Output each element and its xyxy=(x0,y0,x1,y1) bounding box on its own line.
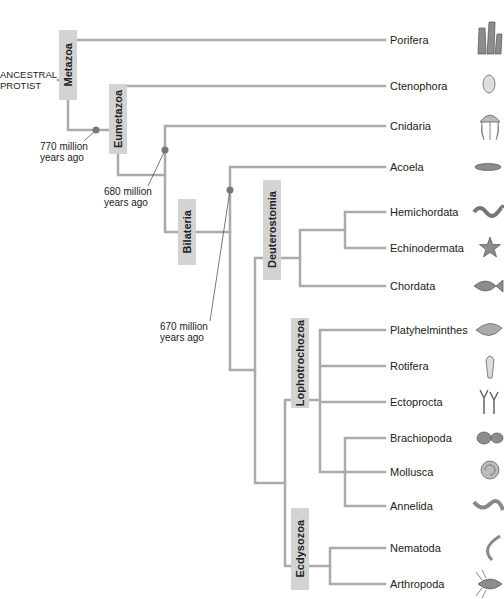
clade-name: Metazoa xyxy=(62,43,75,86)
animal-icon xyxy=(474,501,503,510)
animal-icon xyxy=(477,432,491,444)
animal-icon xyxy=(481,461,499,479)
taxon-name: Rotifera xyxy=(390,360,502,373)
animal-icon xyxy=(478,22,502,54)
tree-branch xyxy=(330,548,385,584)
divergence-date: 770 million years ago xyxy=(40,141,100,163)
clade-label: Bilateria xyxy=(178,199,196,265)
tree-branch xyxy=(345,438,385,506)
leader-line xyxy=(210,190,230,321)
clade-label: Ecdysozoa xyxy=(291,508,309,590)
taxon-name: Ctenophora xyxy=(390,80,502,93)
divergence-dot xyxy=(162,147,169,154)
taxon-name: Cnidaria xyxy=(390,120,502,133)
taxon-name: Mollusca xyxy=(390,466,502,479)
tree-branch xyxy=(345,212,385,248)
animal-icon xyxy=(488,536,501,560)
divergence-date: 680 million years ago xyxy=(104,186,164,208)
animal-icon xyxy=(491,433,503,443)
taxon-name: Brachiopoda xyxy=(390,432,502,445)
clade-label: Lophotrochozoa xyxy=(291,318,309,408)
animal-icon xyxy=(474,207,503,216)
taxon-name: Echinodermata xyxy=(390,242,502,255)
animal-icon xyxy=(480,115,500,140)
taxon-name: Porifera xyxy=(390,34,502,47)
clade-label: Eumetazoa xyxy=(109,84,127,154)
animal-icon xyxy=(476,570,502,598)
divergence-dot xyxy=(227,187,234,194)
taxon-name: Nematoda xyxy=(390,542,502,555)
clade-name: Bilateria xyxy=(181,210,194,253)
animal-icon xyxy=(483,75,495,93)
clade-name: Ecdysozoa xyxy=(294,520,307,577)
divergence-date: 670 million years ago xyxy=(160,321,220,343)
taxon-name: Platyhelminthes xyxy=(390,324,502,337)
tree-branch xyxy=(320,330,385,472)
leader-line xyxy=(148,150,165,186)
taxon-name: Annelida xyxy=(390,500,502,513)
taxon-name: Chordata xyxy=(390,280,502,293)
animal-icon xyxy=(480,390,498,414)
animal-icon xyxy=(475,164,501,171)
animal-icon xyxy=(480,237,501,257)
clade-name: Lophotrochozoa xyxy=(294,320,307,406)
divergence-dot xyxy=(93,127,100,134)
taxon-name: Arthropoda xyxy=(390,578,502,591)
animal-icon xyxy=(476,323,502,335)
clade-name: Eumetazoa xyxy=(112,90,125,148)
taxon-name: Hemichordata xyxy=(390,206,502,219)
animal-icon xyxy=(485,465,495,475)
clade-name: Deuterostomia xyxy=(266,191,279,268)
clade-label: Metazoa xyxy=(59,30,77,100)
taxon-name: Ectoprocta xyxy=(390,396,502,409)
ancestor-label: ANCESTRAL PROTIST xyxy=(0,69,58,91)
tree-branch xyxy=(300,230,385,286)
taxon-name: Acoela xyxy=(390,161,502,174)
animal-icon xyxy=(474,280,503,292)
clade-label: Deuterostomia xyxy=(263,180,281,280)
animal-icon xyxy=(486,356,494,378)
tree-branch xyxy=(118,86,385,175)
